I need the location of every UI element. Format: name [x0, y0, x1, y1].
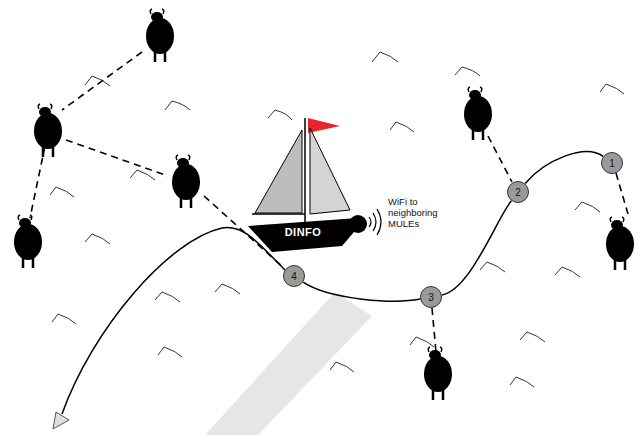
wifi-note: WiFi to neighboring MULEs — [388, 196, 454, 229]
callout-number: 1 — [609, 158, 615, 169]
sailboat — [252, 118, 381, 235]
boat-hull: DINFO — [246, 216, 360, 254]
waypoint-circle: 2 — [507, 181, 529, 203]
callout-number: 2 — [515, 187, 521, 198]
sheep-group — [14, 9, 634, 400]
dashed-links — [30, 52, 628, 352]
callout-number: 3 — [428, 292, 434, 303]
waypoint-circle: 3 — [420, 286, 442, 308]
waves — [50, 52, 624, 387]
boat-name: DINFO — [285, 226, 322, 238]
watermark-band — [205, 292, 372, 435]
route-segment — [303, 282, 420, 301]
route-arrowhead — [53, 412, 69, 429]
waypoint-circle: 1 — [601, 152, 623, 174]
callout-number: 4 — [291, 271, 297, 282]
route-tail — [62, 228, 285, 414]
route-segment — [442, 201, 511, 295]
waypoint-circle: 4 — [283, 265, 305, 287]
hull-shape — [248, 218, 358, 252]
route-segment — [525, 152, 603, 184]
